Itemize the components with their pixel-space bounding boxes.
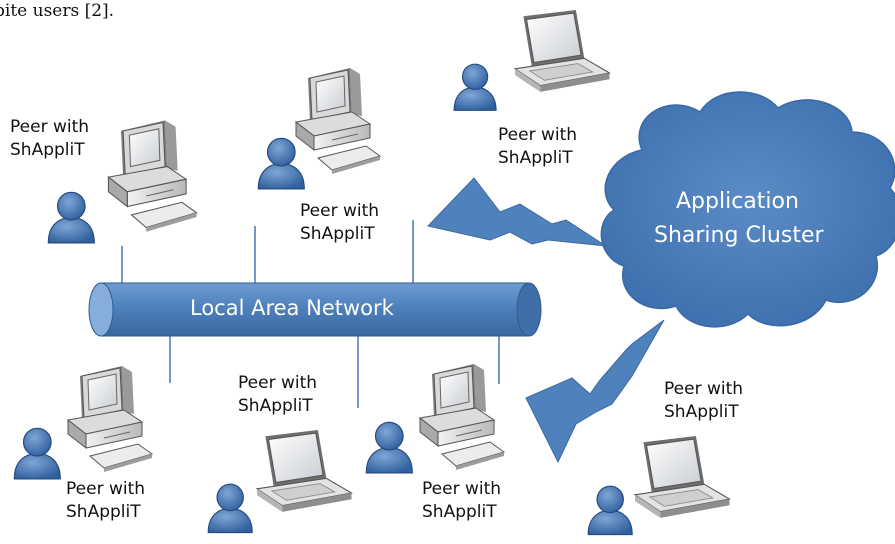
peer-bottom-center-right: Peer with ShAppliT — [365, 363, 505, 522]
cloud-icon: Application Sharing Cluster — [600, 91, 895, 328]
lightning-link-icon — [525, 319, 665, 464]
peer-label-line2: ShAppliT — [300, 224, 375, 244]
peer-label-line2: ShAppliT — [422, 502, 497, 522]
lightning-link-icon — [427, 177, 607, 247]
peer-label-line1: Peer with — [238, 373, 317, 393]
peer-label-line2: ShAppliT — [66, 502, 141, 522]
peer-label-line2: ShAppliT — [238, 396, 313, 416]
desktop-computer-icon — [67, 365, 153, 473]
desktop-computer-icon — [419, 363, 505, 471]
peer-label-line2: ShAppliT — [498, 148, 573, 168]
local-area-network-label: Local Area Network — [190, 296, 395, 320]
laptop-icon — [256, 429, 353, 513]
peer-top-left: Peer with ShAppliT — [10, 117, 198, 244]
user-icon — [365, 421, 413, 474]
desktop-computer-icon — [295, 67, 381, 175]
peer-label-line1: Peer with — [422, 479, 501, 499]
user-icon — [257, 137, 305, 190]
peer-top-middle: Peer with ShAppliT — [257, 67, 381, 244]
user-icon — [13, 427, 61, 480]
peer-label-line1: Peer with — [300, 201, 379, 221]
laptop-icon — [514, 9, 611, 93]
peer-bottom-left: Peer with ShAppliT — [13, 365, 153, 522]
header-text-fragment: pite users [2]. — [0, 1, 114, 21]
peer-label-line1: Peer with — [498, 125, 577, 145]
cloud-label-line1: Application — [676, 189, 799, 214]
peer-top-right: Peer with ShAppliT — [453, 9, 611, 168]
desktop-computer-icon — [107, 119, 198, 233]
peer-label-line2: ShAppliT — [664, 402, 739, 422]
peer-bottom-middle: Peer with ShAppliT — [207, 373, 353, 534]
peer-label-line1: Peer with — [664, 379, 743, 399]
local-area-network-pipe: Local Area Network — [88, 282, 542, 337]
user-icon — [587, 485, 633, 536]
peer-bottom-right: Peer with ShAppliT — [587, 379, 743, 536]
laptop-icon — [634, 435, 731, 519]
peer-label-line1: Peer with — [66, 479, 145, 499]
user-icon — [47, 191, 95, 244]
peer-label-line2: ShAppliT — [10, 140, 85, 160]
user-icon — [207, 483, 253, 534]
cloud-label-line2: Sharing Cluster — [654, 223, 824, 248]
user-icon — [453, 63, 497, 111]
peer-label-line1: Peer with — [10, 117, 89, 137]
